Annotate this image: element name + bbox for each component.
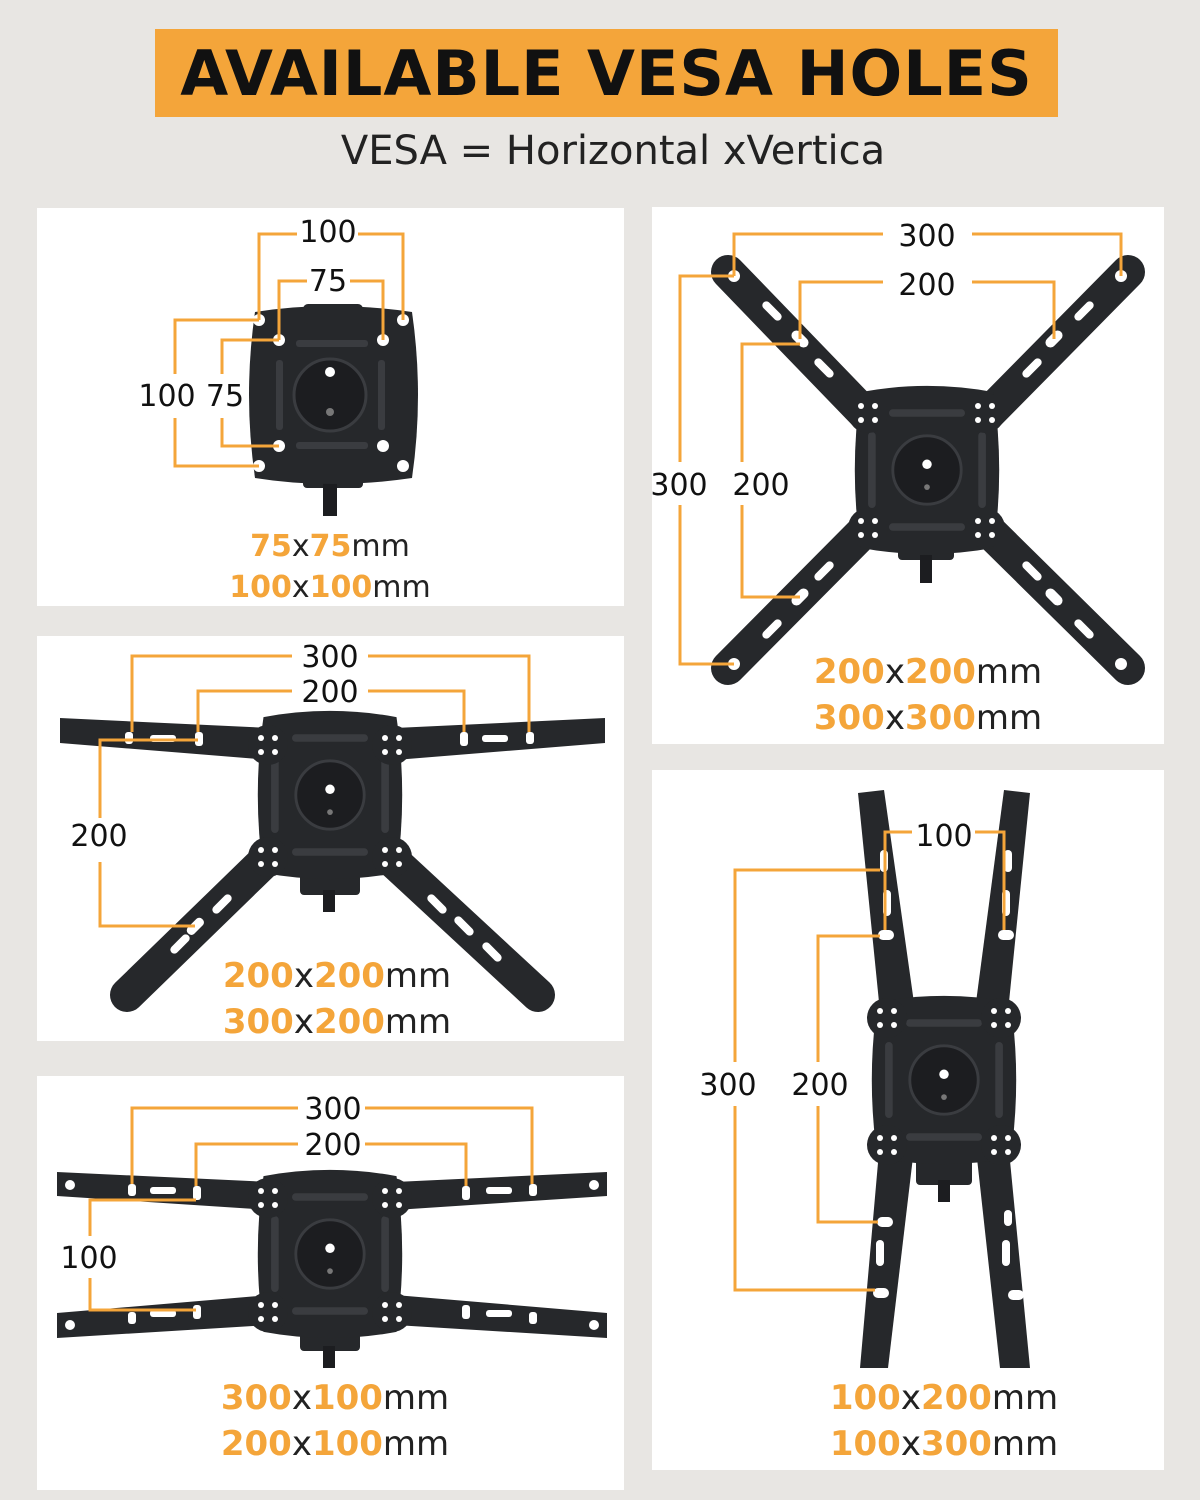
- caption-panel3: 200x200mm 300x200mm: [187, 954, 487, 1046]
- dimension-lines-panel3: [98, 654, 531, 928]
- caption-panel5: 100x200mm 100x300mm: [794, 1376, 1094, 1468]
- dim-h-inner: 200: [898, 268, 955, 303]
- size-line: 300x300mm: [813, 697, 1043, 738]
- page-subtitle: VESA = Horizontal xVertica: [340, 128, 886, 174]
- dimension-lines-panel5: [733, 830, 1006, 1292]
- dim-h-outer: 100: [299, 215, 356, 250]
- dim-h-inner: 75: [309, 264, 347, 299]
- caption-panel2: 200x200mm 300x300mm: [778, 650, 1078, 742]
- dim-v-inner: 200: [791, 1068, 848, 1103]
- size-line: 100x200mm: [829, 1378, 1059, 1418]
- dim-h-outer: 300: [304, 1092, 361, 1127]
- size-line: 200x200mm: [222, 956, 452, 996]
- dim-v-inner: 200: [732, 468, 789, 503]
- dim-h-outer: 300: [898, 219, 955, 254]
- size-line: 200x200mm: [813, 652, 1043, 692]
- dim-v-outer: 100: [138, 379, 195, 414]
- dimension-lines-panel4: [88, 1106, 534, 1312]
- mount-small: [249, 304, 418, 516]
- dim-v-outer: 300: [650, 468, 707, 503]
- size-line: 200x100mm: [220, 1423, 450, 1464]
- dimension-lines-panel2: [678, 232, 1123, 666]
- mount-wide-parallel: [57, 1168, 607, 1368]
- mount-wide-angled: [60, 709, 605, 1012]
- dim-h-inner: 200: [301, 675, 358, 710]
- caption-panel1: 75x75mm 100x100mm: [180, 527, 480, 608]
- size-line: 300x200mm: [222, 1001, 452, 1042]
- dim-h-outer: 300: [301, 640, 358, 675]
- dimension-lines-panel1: [173, 232, 405, 468]
- caption-panel4: 300x100mm 200x100mm: [185, 1376, 485, 1468]
- dim-v: 100: [60, 1241, 117, 1276]
- size-line: 300x100mm: [220, 1378, 450, 1418]
- size-line: 75x75mm: [250, 529, 410, 564]
- page-title: AVAILABLE VESA HOLES: [180, 36, 1033, 110]
- dim-h: 100: [915, 819, 972, 854]
- title-banner: AVAILABLE VESA HOLES: [155, 29, 1058, 117]
- dim-v-inner: 75: [206, 379, 244, 414]
- dim-v-outer: 300: [699, 1068, 756, 1103]
- size-line: 100x100mm: [229, 569, 431, 605]
- dim-v: 200: [70, 819, 127, 854]
- size-line: 100x300mm: [829, 1423, 1059, 1464]
- dim-h-inner: 200: [304, 1128, 361, 1163]
